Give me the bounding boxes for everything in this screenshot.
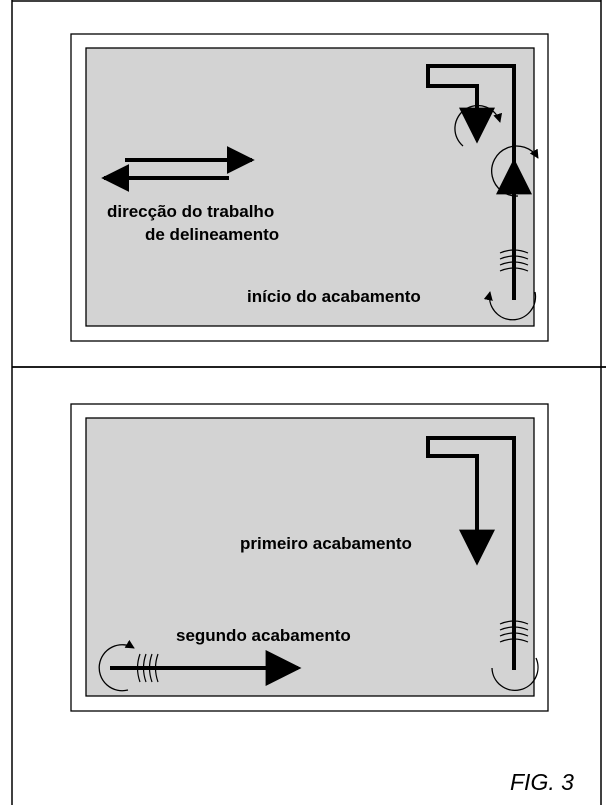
cutter-trace-marks-vertical	[499, 620, 529, 643]
first-pass-outline	[426, 436, 516, 670]
direction-label-line1: direcção do trabalho	[107, 202, 274, 221]
figure-label: FIG. 3	[510, 769, 574, 795]
top-panel: direcção do trabalho de delineamento iní…	[70, 33, 549, 342]
rotation-circle-horizontal	[98, 639, 135, 692]
rotation-circle-lower	[483, 291, 537, 321]
cutter-trace-marks-top	[499, 249, 529, 272]
bottom-panel: primeiro acabamento segundo acabamento	[70, 403, 549, 712]
direction-label-line2: de delineamento	[145, 225, 279, 244]
second-pass-label: segundo acabamento	[176, 626, 351, 645]
bottom-panel-surface	[85, 417, 535, 697]
top-panel-surface	[85, 47, 535, 327]
rotation-circle-upper	[454, 104, 503, 147]
rotation-arc-vertical	[491, 657, 539, 692]
first-pass-label: primeiro acabamento	[240, 534, 412, 553]
cutter-trace-marks-horizontal	[136, 653, 159, 683]
rotation-circle-middle	[491, 145, 539, 197]
start-label: início do acabamento	[247, 287, 421, 306]
